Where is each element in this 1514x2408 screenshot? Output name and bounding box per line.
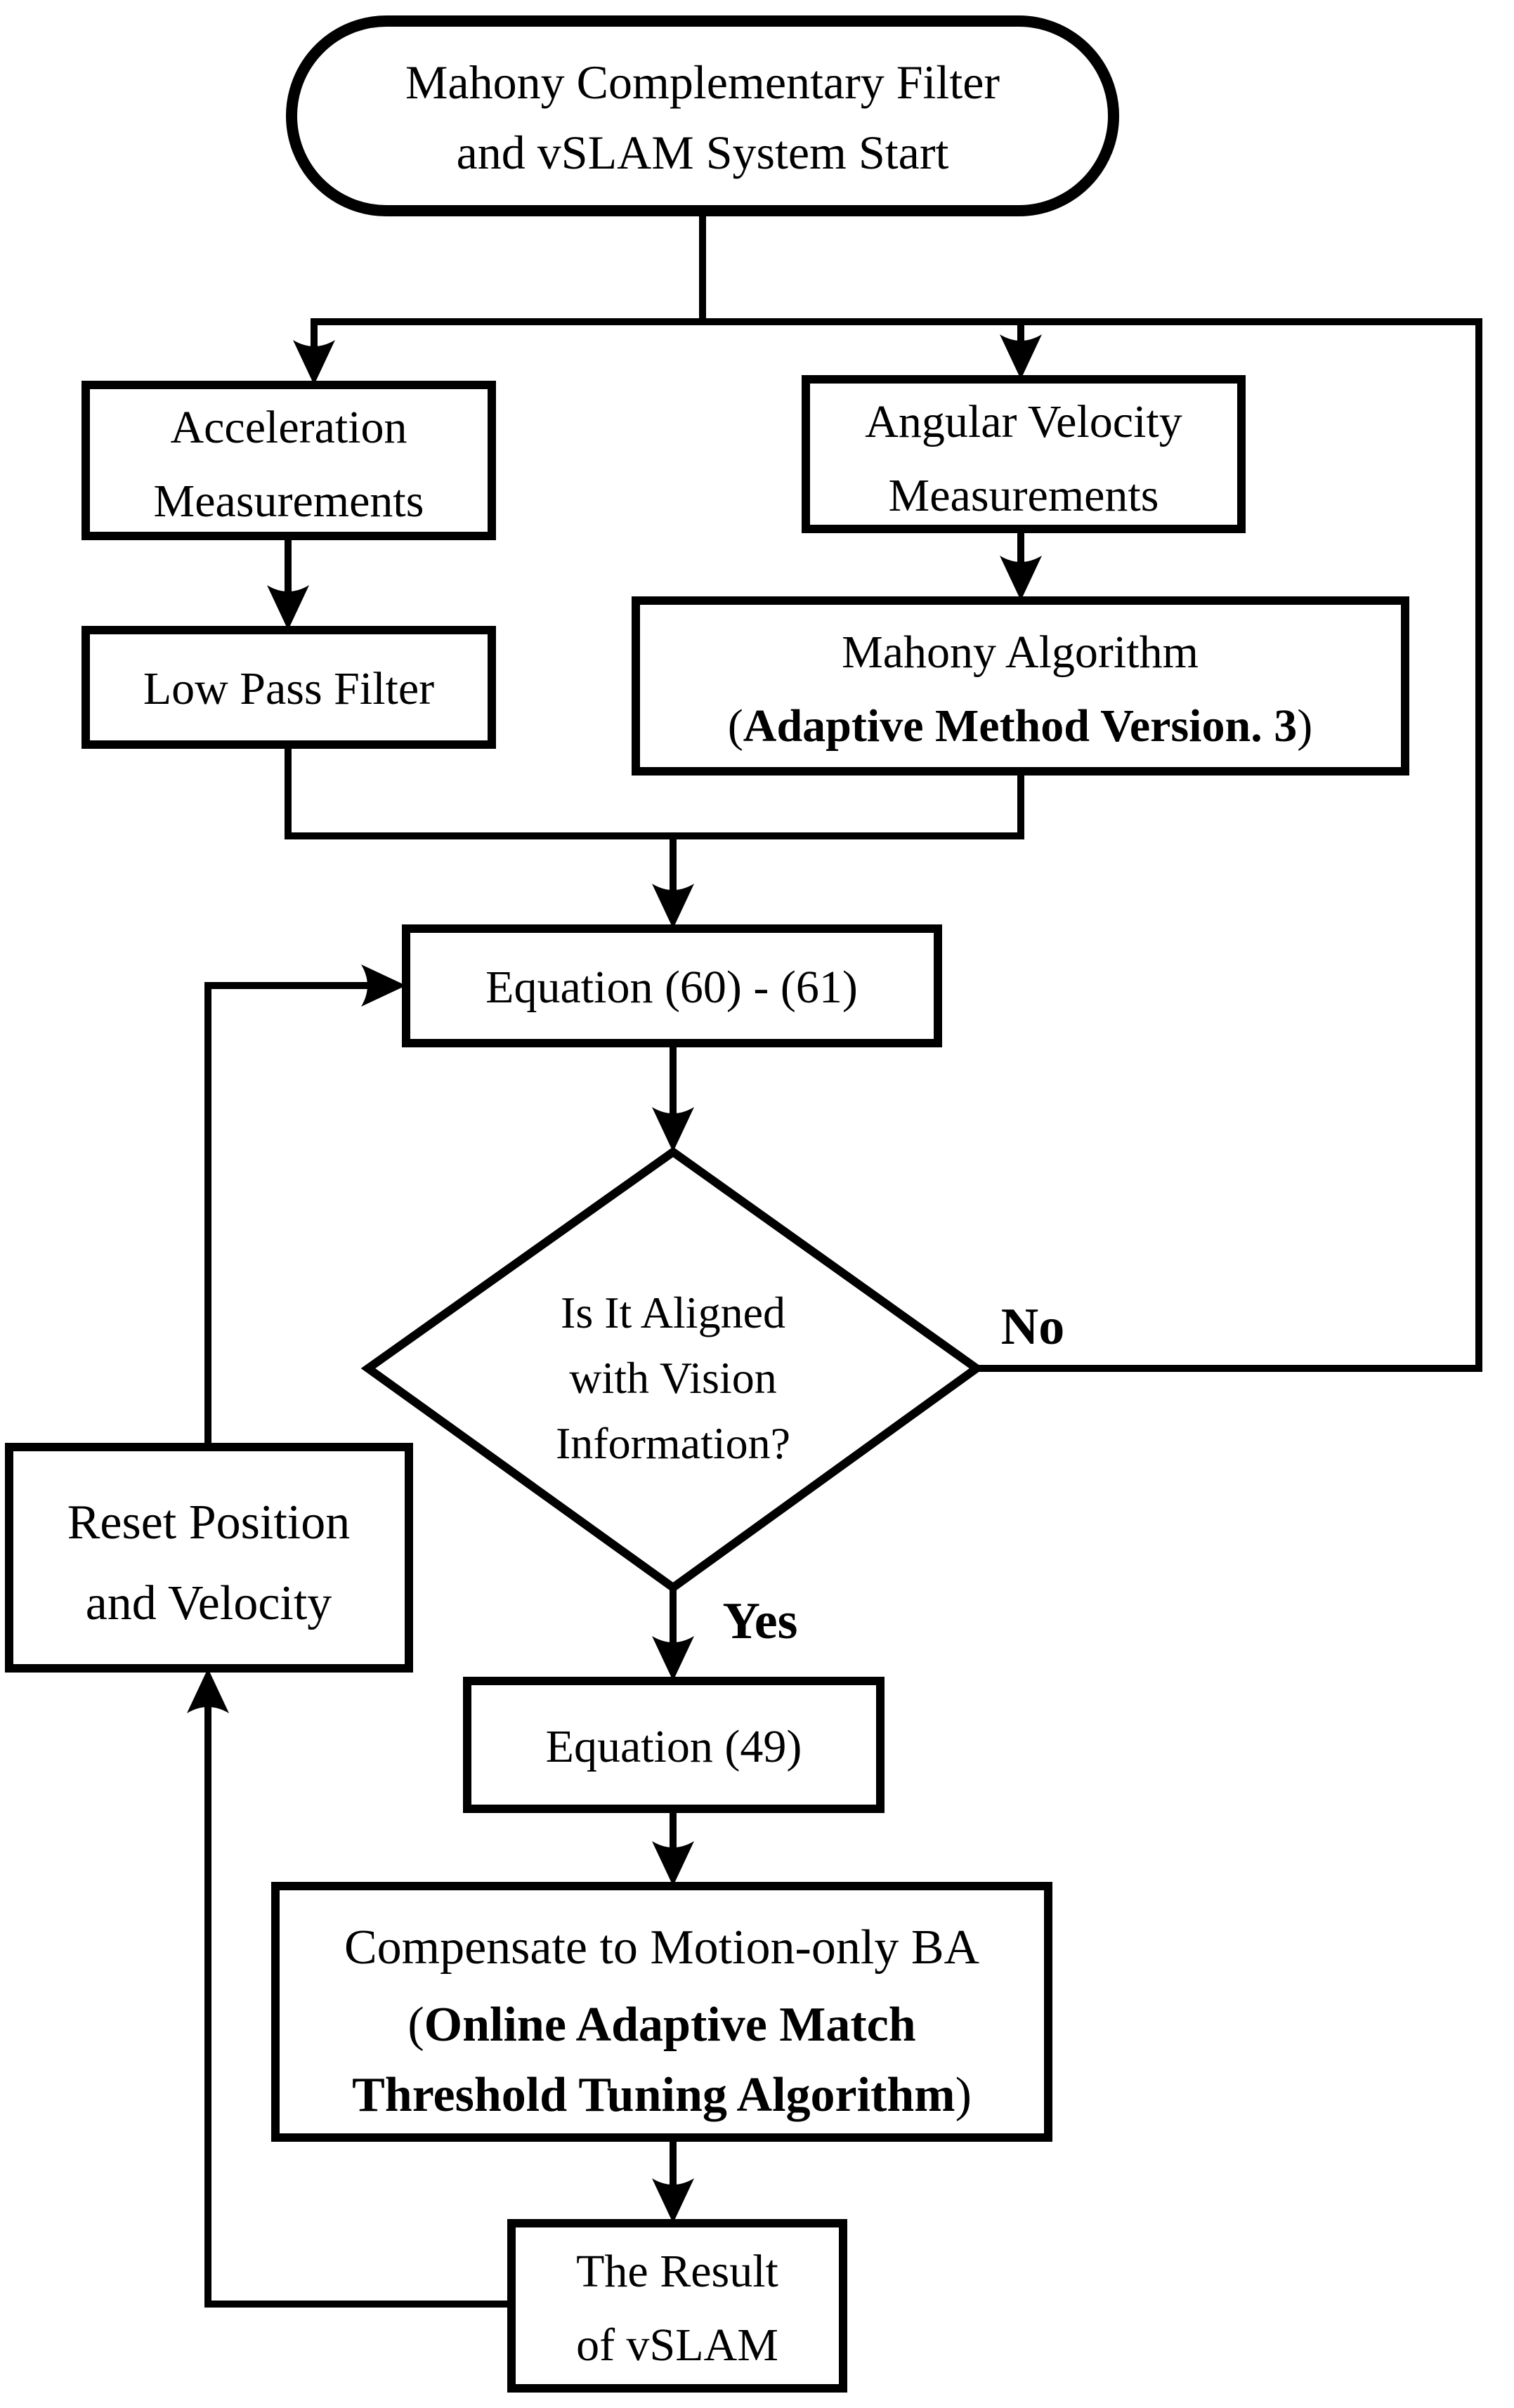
arrowhead-into-mahony-icon	[1000, 556, 1042, 601]
arrowhead-into-reset-icon	[187, 1668, 229, 1713]
arrowhead-into-acceleration-icon	[293, 340, 335, 385]
decision-line2: with Vision	[569, 1353, 776, 1403]
connector-no-loop-and-branch	[311, 318, 1482, 1372]
start-line2: and vSLAM System Start	[457, 126, 949, 179]
compensate-bold-line2: Online Adaptive Match	[424, 1998, 916, 2052]
acceleration-box	[81, 381, 496, 540]
reset-box	[5, 1443, 413, 1673]
arrowhead-into-equation-60-61-icon	[652, 884, 694, 929]
no-branch-label: No	[1001, 1298, 1064, 1356]
compensate-bold-line3: Threshold Tuning Algorithm	[352, 2068, 955, 2122]
connector-merge	[285, 741, 1024, 839]
arrowhead-into-low-pass-filter-icon	[267, 585, 309, 630]
angular-velocity-line2: Measurements	[889, 470, 1159, 521]
result-line2: of vSLAM	[576, 2319, 778, 2371]
start-node: Mahony Complementary Filter and vSLAM Sy…	[286, 15, 1119, 216]
mahony-close-paren: )	[1297, 700, 1312, 752]
equation-60-61-label: Equation (60) - (61)	[485, 962, 858, 1013]
connector-reset-to-equation	[204, 982, 374, 1451]
equation-49-node: Equation (49)	[463, 1677, 885, 1813]
compensate-line2: (Online Adaptive Match	[407, 1998, 915, 2052]
equation-49-label: Equation (49)	[546, 1721, 802, 1772]
reset-line2: and Velocity	[86, 1576, 332, 1630]
connectors	[187, 207, 1482, 2308]
mahony-bold-text: Adaptive Method Version. 3	[743, 700, 1297, 752]
compensate-box	[271, 1882, 1052, 2142]
arrowhead-into-result-icon	[652, 2178, 694, 2223]
compensate-line3: Threshold Tuning Algorithm)	[352, 2068, 972, 2122]
arrowhead-into-decision-icon	[652, 1107, 694, 1152]
decision-line1: Is It Aligned	[561, 1288, 785, 1337]
low-pass-filter-node: Low Pass Filter	[81, 626, 496, 749]
angular-velocity-box	[802, 375, 1246, 533]
connector-result-to-reset	[204, 1696, 515, 2308]
arrowhead-into-compensate-icon	[652, 1841, 694, 1886]
mahony-algorithm-line2: (Adaptive Method Version. 3)	[728, 700, 1312, 752]
compensate-open-paren: (	[407, 1998, 424, 2052]
mahony-open-paren: (	[728, 700, 743, 752]
decision-line3: Information?	[556, 1418, 790, 1468]
start-oval	[286, 15, 1119, 216]
angular-velocity-line1: Angular Velocity	[865, 396, 1182, 447]
reset-line1: Reset Position	[67, 1496, 351, 1550]
equation-49-box	[463, 1677, 885, 1813]
decision-node: Is It Aligned with Vision Information?	[360, 1146, 984, 1593]
acceleration-line2: Measurements	[154, 476, 424, 527]
mahony-algorithm-box	[632, 596, 1409, 776]
acceleration-line1: Acceleration	[170, 402, 407, 453]
start-line1: Mahony Complementary Filter	[405, 55, 1000, 109]
equation-60-61-node: Equation (60) - (61)	[402, 924, 942, 1047]
mahony-algorithm-node: Mahony Algorithm (Adaptive Method Versio…	[632, 596, 1409, 776]
acceleration-node: Acceleration Measurements	[81, 381, 496, 540]
arrowhead-into-equation-60-61-left-icon	[361, 964, 406, 1007]
decision-diamond	[360, 1146, 984, 1593]
arrowhead-into-angular-velocity-icon	[1000, 334, 1042, 379]
result-box	[507, 2219, 847, 2393]
result-line1: The Result	[576, 2246, 778, 2297]
compensate-close-paren: )	[955, 2068, 972, 2122]
mahony-algorithm-line1: Mahony Algorithm	[842, 627, 1199, 678]
arrowhead-into-equation-49-icon	[652, 1636, 694, 1681]
compensate-node: Compensate to Motion-only BA (Online Ada…	[271, 1882, 1052, 2142]
equation-60-61-box	[402, 924, 942, 1047]
compensate-line1: Compensate to Motion-only BA	[344, 1920, 980, 1975]
reset-node: Reset Position and Velocity	[5, 1443, 413, 1673]
low-pass-filter-label: Low Pass Filter	[143, 663, 434, 714]
angular-velocity-node: Angular Velocity Measurements	[802, 375, 1246, 533]
result-node: The Result of vSLAM	[507, 2219, 847, 2393]
low-pass-filter-box	[81, 626, 496, 749]
yes-branch-label: Yes	[723, 1592, 798, 1650]
